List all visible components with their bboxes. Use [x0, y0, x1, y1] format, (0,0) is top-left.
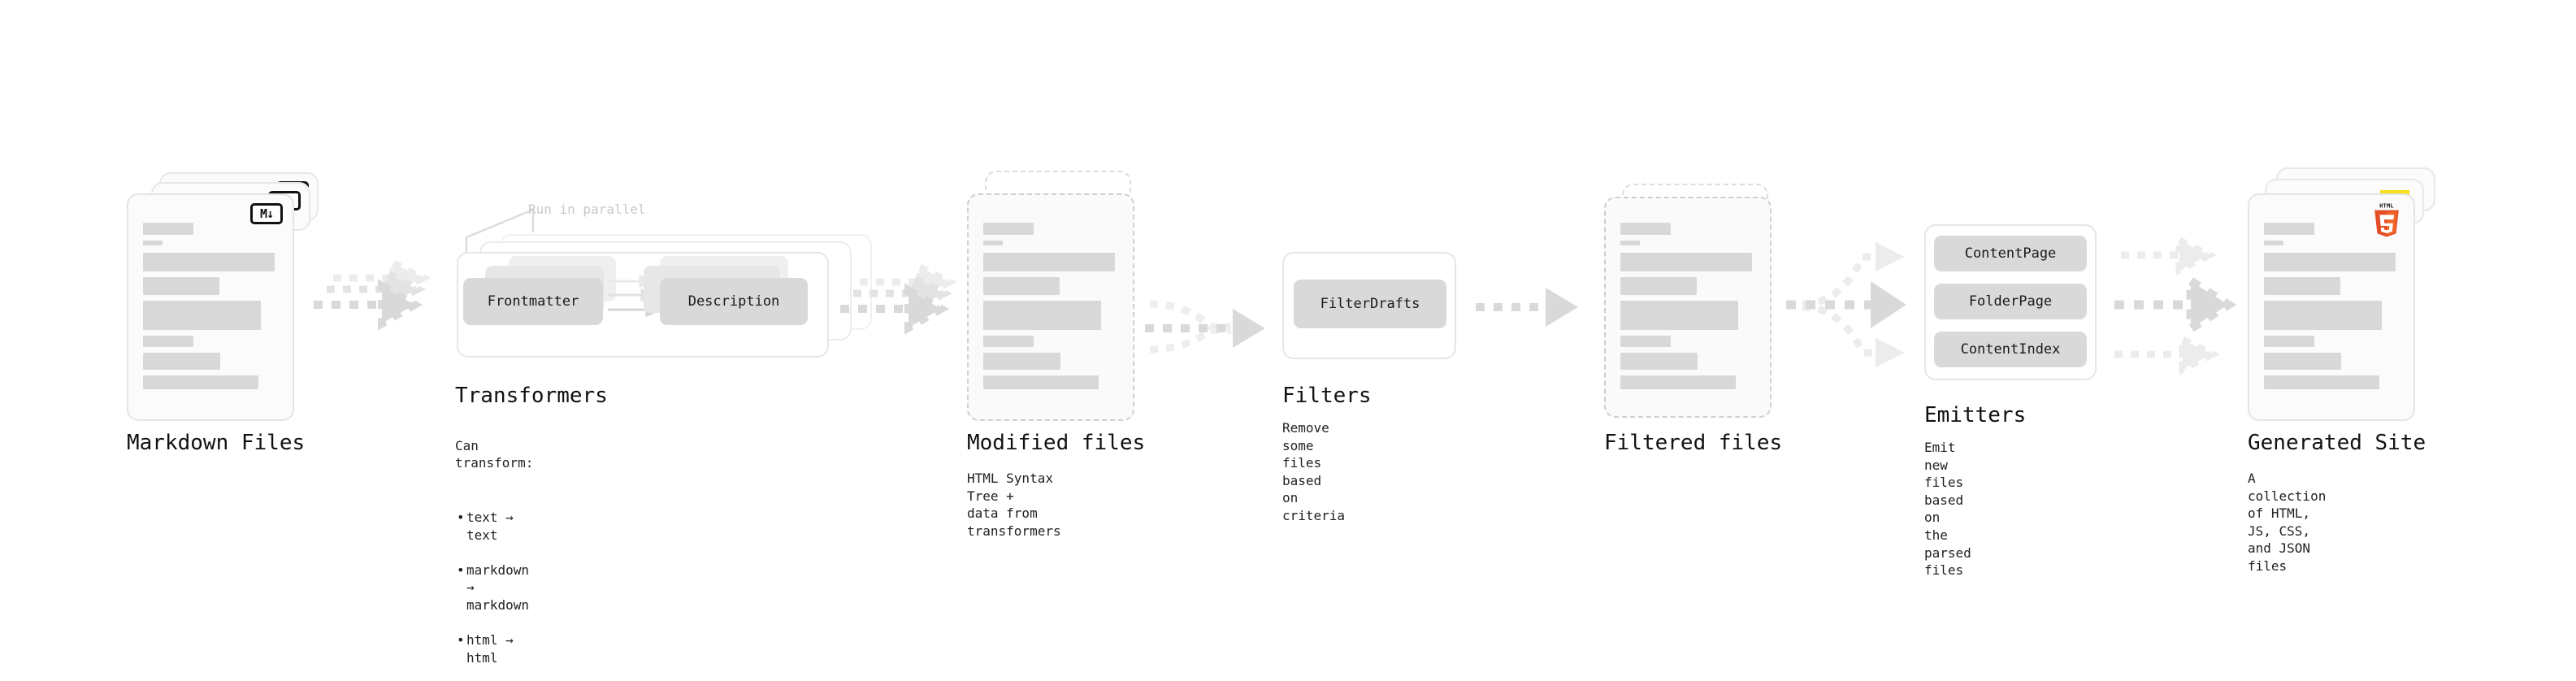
run-in-parallel-bracket	[465, 208, 535, 257]
doc-bar	[2264, 223, 2314, 235]
doc-bar	[2264, 301, 2382, 330]
arrow-filtered-to-emitters	[1786, 242, 1906, 367]
markdown-doc-front: M↓	[127, 193, 294, 421]
doc-bar	[983, 336, 1034, 347]
arrow-transformers-to-modified	[840, 261, 958, 335]
doc-bar	[2264, 241, 2283, 245]
doc-bar	[1620, 253, 1752, 271]
svg-text:HTML: HTML	[2379, 202, 2394, 209]
transformers-sub-head: Can transform:	[455, 437, 534, 471]
transformer-frontmatter[interactable]: Frontmatter	[463, 278, 603, 325]
doc-bar	[143, 277, 219, 295]
filtered-files-title: Filtered files	[1604, 431, 1783, 455]
modified-doc-content	[983, 223, 1120, 395]
transformers-title: Transformers	[455, 384, 608, 408]
generated-doc-front: HTML	[2248, 193, 2415, 421]
transformers-capability-list: text → text markdown → markdown html → h…	[455, 491, 533, 681]
doc-bar	[983, 375, 1099, 389]
transform-item: html → html	[455, 631, 533, 666]
doc-bar	[143, 241, 163, 245]
filter-filterdrafts-label: FilterDrafts	[1320, 296, 1420, 312]
doc-bar	[2264, 277, 2340, 295]
arrow-modified-to-filters	[1145, 300, 1265, 354]
doc-bar	[1620, 241, 1640, 245]
emitter-contentpage-label: ContentPage	[1964, 245, 2057, 262]
doc-bar	[143, 223, 193, 235]
doc-bar	[983, 223, 1034, 235]
filters-subtitle: Remove some files based on criteria	[1282, 420, 1346, 523]
emitter-contentindex-label: ContentIndex	[1960, 341, 2061, 358]
doc-bar	[1620, 375, 1736, 389]
markdown-doc-content	[143, 223, 280, 395]
transform-item: text → text	[455, 509, 533, 544]
transformer-description[interactable]: Description	[660, 278, 808, 325]
modified-files-subtitle: HTML Syntax Tree + data from transformer…	[967, 471, 1061, 539]
doc-bar	[143, 336, 193, 347]
generated-site-title: Generated Site	[2248, 431, 2426, 455]
markdown-files-title: Markdown Files	[127, 431, 306, 455]
doc-bar	[983, 253, 1115, 271]
generated-doc-content	[2264, 223, 2400, 395]
generated-site-subtitle: A collection of HTML, JS, CSS, and JSON …	[2248, 471, 2327, 574]
doc-bar	[2264, 375, 2379, 389]
emitter-contentpage[interactable]: ContentPage	[1934, 236, 2087, 271]
doc-bar	[143, 253, 275, 271]
transformer-frontmatter-label: Frontmatter	[487, 293, 579, 310]
emitter-folderpage[interactable]: FolderPage	[1934, 284, 2087, 319]
emitters-title: Emitters	[1924, 403, 2027, 427]
doc-bar	[1620, 277, 1697, 295]
transform-item: markdown → markdown	[455, 562, 533, 614]
filter-filterdrafts[interactable]: FilterDrafts	[1294, 280, 1446, 328]
arrow-markdown-to-transformers	[314, 257, 432, 331]
emitter-folderpage-label: FolderPage	[1968, 293, 2053, 310]
doc-bar	[143, 375, 258, 389]
transformers-subtitle: Can transform: text → text markdown → ma…	[455, 419, 533, 681]
doc-bar	[2264, 253, 2396, 271]
doc-bar	[983, 277, 1060, 295]
emitters-subtitle: Emit new files based on the parsed files	[1924, 440, 1971, 579]
arrow-emitters-to-generated	[2114, 234, 2237, 375]
filters-title: Filters	[1282, 384, 1372, 408]
modified-files-title: Modified files	[967, 431, 1146, 455]
doc-bar	[1620, 223, 1671, 235]
doc-bar	[1620, 301, 1738, 330]
filtered-doc-front	[1604, 197, 1772, 418]
markdown-badge-front: M↓	[250, 203, 283, 224]
doc-bar	[1620, 336, 1671, 347]
filtered-doc-content	[1620, 223, 1757, 395]
doc-bar	[2264, 336, 2314, 347]
doc-bar	[983, 241, 1003, 245]
doc-bar	[983, 353, 1060, 370]
doc-bar	[143, 301, 261, 330]
arrow-filters-to-filtered	[1476, 288, 1578, 327]
doc-bar	[1620, 353, 1698, 370]
doc-bar	[983, 301, 1101, 330]
run-in-parallel-label: Run in parallel	[528, 202, 646, 217]
doc-bar	[143, 353, 220, 370]
doc-bar	[2264, 353, 2341, 370]
transformer-description-label: Description	[687, 293, 780, 310]
emitter-contentindex[interactable]: ContentIndex	[1934, 332, 2087, 367]
html5-icon: HTML	[2370, 202, 2404, 239]
modified-doc-front	[967, 193, 1134, 421]
